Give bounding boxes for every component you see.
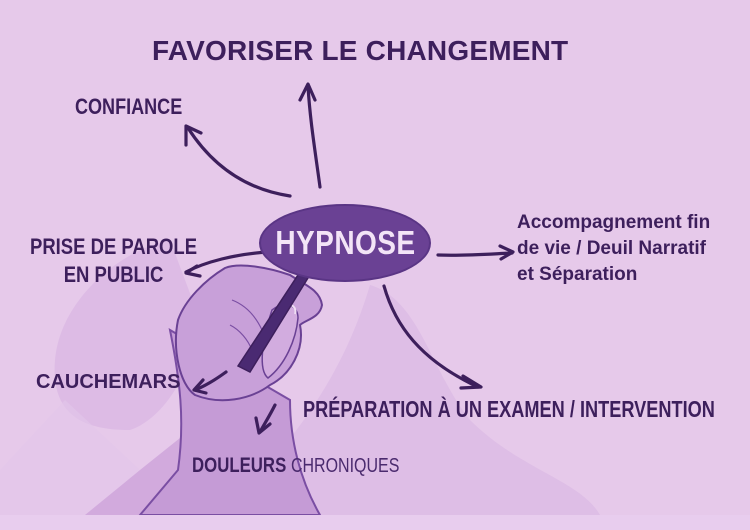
branch-confiance: CONFIANCE [75,94,183,119]
arrow-to-preparation [382,284,480,389]
branch-accompagnement-line1: Accompagnement fin [517,212,711,233]
branch-prise-de-parole: PRISE DE PAROLE EN PUBLIC [30,233,197,289]
branch-douleurs-sub: CHRONIQUES [290,455,400,477]
arrow-to-accompagnement [436,251,514,257]
branch-douleurs-main: DOULEURS [192,454,287,477]
branch-preparation: PRÉPARATION À UN EXAMEN / INTERVENTION [303,396,715,422]
branch-accompagnement-line3: et Séparation [517,264,638,285]
center-node-hypnose: HYPNOSE [259,204,431,282]
branch-prise-line1: PRISE DE PAROLE [30,234,198,259]
branch-cauchemars: CAUCHEMARS [36,371,181,393]
arrow-to-confiance [186,126,292,198]
bottom-strip [0,515,750,530]
branch-accompagnement-line2: de vie / Deuil Narratif [517,238,707,259]
diagram-title: FAVORISER LE CHANGEMENT [152,35,569,66]
branch-accompagnement: Accompagnement fin de vie / Deuil Narrat… [517,210,750,288]
arrow-to-cauchemars [193,370,228,392]
branch-prise-line2: EN PUBLIC [63,262,164,287]
arrow-to-title [306,84,322,189]
center-node-label: HYPNOSE [274,224,416,261]
branch-douleurs: DOULEURS CHRONIQUES [192,455,399,476]
